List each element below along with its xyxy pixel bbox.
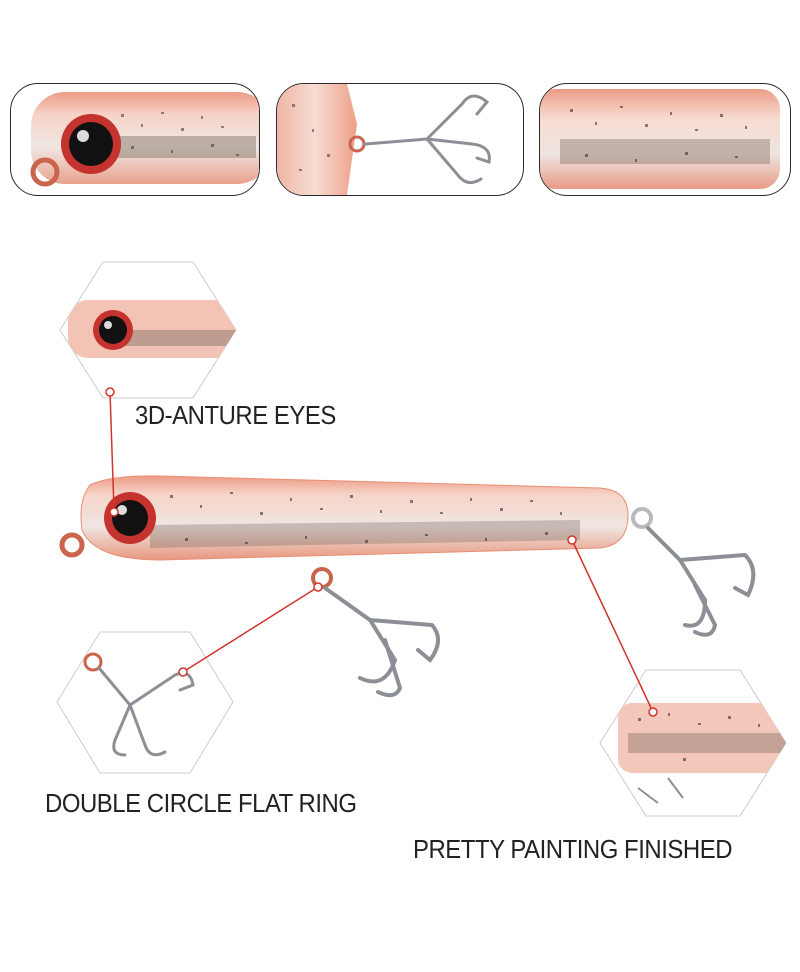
treble-hook-icon — [323, 586, 440, 698]
detail-card-hook — [276, 83, 524, 196]
callout-label-eyes: 3D-ANTURE EYES — [135, 400, 336, 430]
callout-thumbnail-eyes — [58, 260, 238, 400]
lure-eye-icon — [93, 310, 133, 350]
callout-dot-paint-target — [567, 535, 577, 545]
lure-hook-closeup — [277, 84, 491, 195]
lure-eye-icon — [61, 114, 121, 174]
detail-card-head — [10, 83, 260, 196]
callout-dot-eyes-target — [109, 507, 119, 517]
split-ring-icon — [631, 507, 653, 529]
callout-label-ring: DOUBLE CIRCLE FLAT RING — [45, 788, 357, 818]
detail-card-body — [539, 83, 791, 196]
lure-head-closeup — [30, 92, 259, 187]
treble-hook-icon — [646, 526, 756, 637]
callout-dot-eyes — [105, 387, 115, 397]
callout-dot-ring — [178, 667, 188, 677]
callout-dot-ring-target — [313, 582, 323, 592]
callout-thumbnail-ring — [55, 630, 235, 775]
treble-hook-icon — [348, 94, 491, 185]
split-ring-icon — [59, 532, 85, 558]
lure-body-closeup — [540, 89, 780, 189]
lure-eye-icon — [104, 492, 156, 544]
split-ring-icon — [30, 157, 60, 187]
callout-label-paint: PRETTY PAINTING FINISHED — [413, 834, 733, 864]
callout-thumbnail-paint — [598, 668, 788, 818]
callout-dot-paint — [648, 707, 658, 717]
